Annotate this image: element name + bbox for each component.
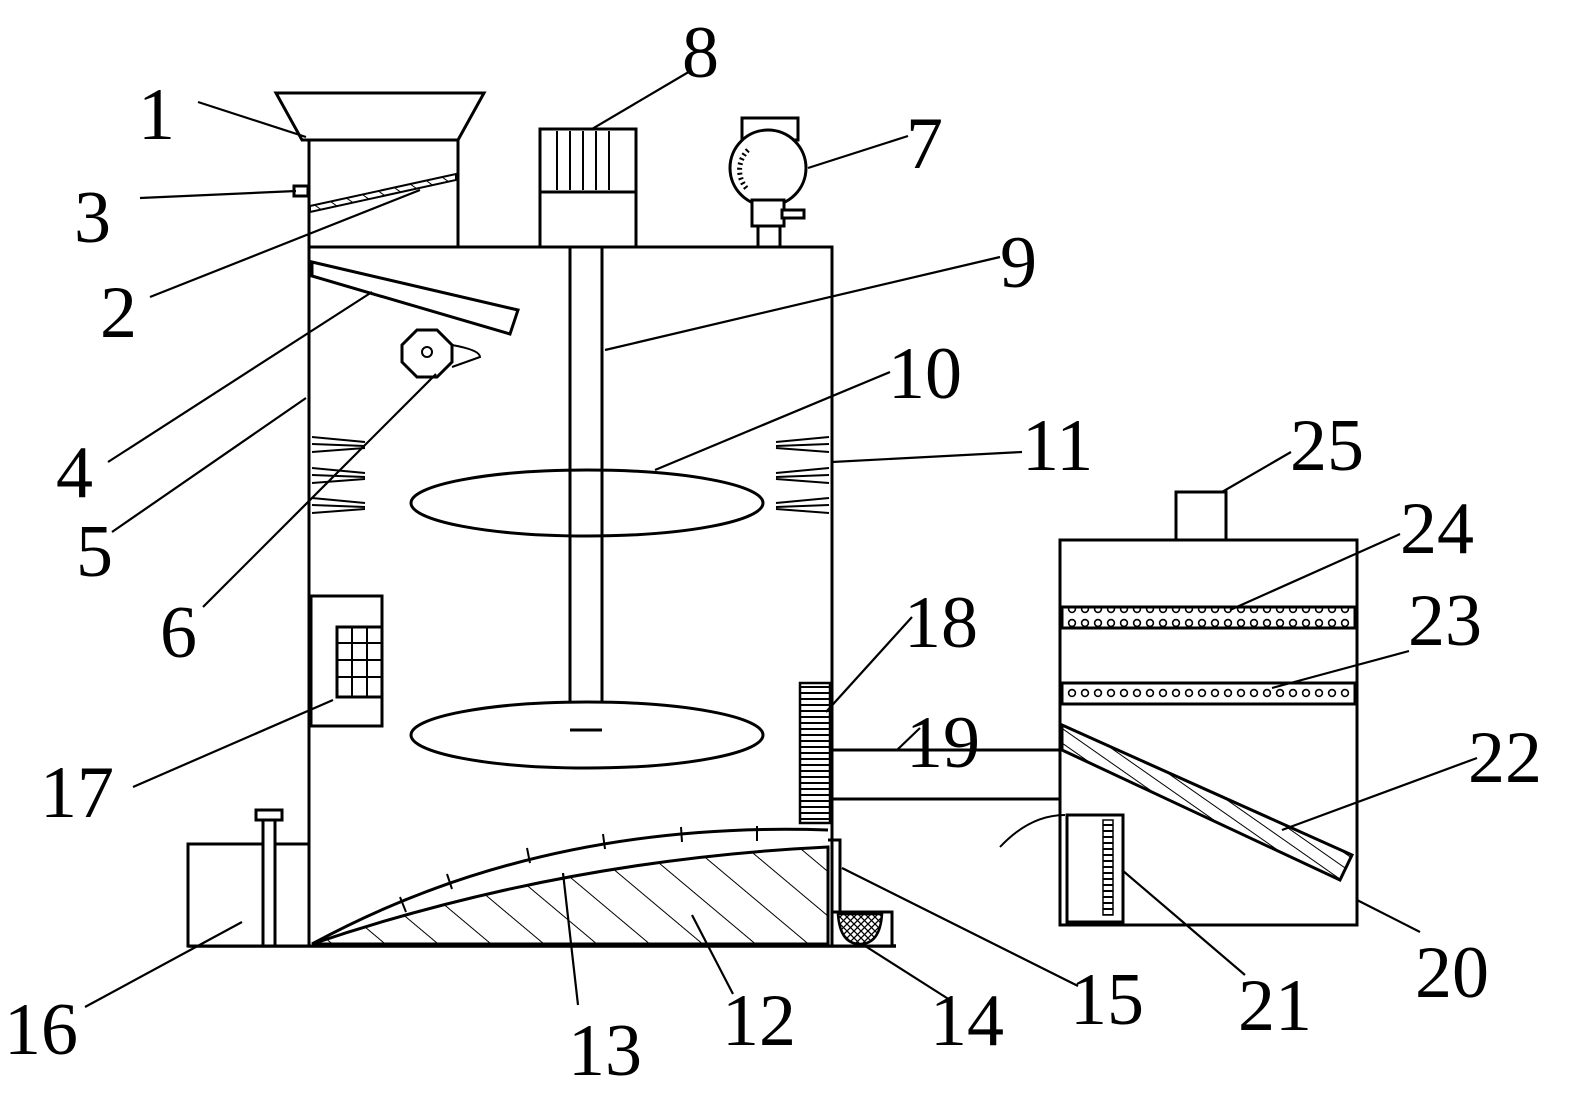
- label-22: 22: [1468, 717, 1542, 799]
- lifting-rack: [798, 681, 832, 825]
- inclined-screen: [1060, 722, 1355, 882]
- pump: [728, 116, 808, 249]
- exhaust-port: [1174, 490, 1228, 542]
- stirring-motor: [538, 127, 638, 249]
- label-21: 21: [1238, 965, 1312, 1047]
- label-16: 16: [4, 989, 78, 1071]
- collection-container: [999, 813, 1125, 924]
- filter-ticks: [399, 826, 758, 913]
- label-5: 5: [76, 511, 113, 593]
- label-10: 10: [888, 333, 962, 415]
- lower-filter-layer: [1060, 681, 1357, 706]
- label-20: 20: [1415, 932, 1489, 1014]
- label-11: 11: [1022, 405, 1093, 487]
- label-15: 15: [1070, 959, 1144, 1041]
- leader-lines: [84, 69, 1478, 1008]
- label-24: 24: [1400, 488, 1474, 570]
- label-14: 14: [930, 980, 1004, 1062]
- label-18: 18: [904, 582, 978, 664]
- filter-screen: [311, 827, 829, 946]
- drain-pipe: [828, 838, 842, 944]
- label-6: 6: [160, 592, 197, 674]
- label-9: 9: [1000, 222, 1037, 304]
- label-13: 13: [568, 1010, 642, 1092]
- strainer-basket: [836, 912, 884, 946]
- label-23: 23: [1408, 580, 1482, 662]
- label-17: 17: [40, 752, 114, 834]
- label-2: 2: [100, 272, 137, 354]
- label-25: 25: [1290, 405, 1364, 487]
- label-8: 8: [682, 12, 719, 94]
- upper-filter-layer: [1060, 605, 1357, 630]
- right-scraper-teeth: [775, 436, 830, 514]
- connecting-pipe: [832, 748, 1060, 801]
- label-19: 19: [906, 702, 980, 784]
- label-3: 3: [74, 177, 111, 259]
- side-box: [186, 808, 311, 948]
- feed-hopper: [273, 91, 487, 142]
- callout-numbers: 1 3 2 4 5 6 8 7 9 10 11 25 24 18 23 19 2…: [4, 12, 1542, 1092]
- control-panel: [309, 594, 384, 728]
- label-1: 1: [138, 74, 175, 156]
- label-12: 12: [722, 980, 796, 1062]
- label-4: 4: [56, 432, 93, 514]
- guide-plate: [310, 260, 520, 336]
- label-7: 7: [906, 103, 943, 185]
- lower-stirring-blade: [409, 700, 765, 770]
- sloped-bottom: [311, 845, 830, 946]
- crushing-roller: [400, 328, 482, 379]
